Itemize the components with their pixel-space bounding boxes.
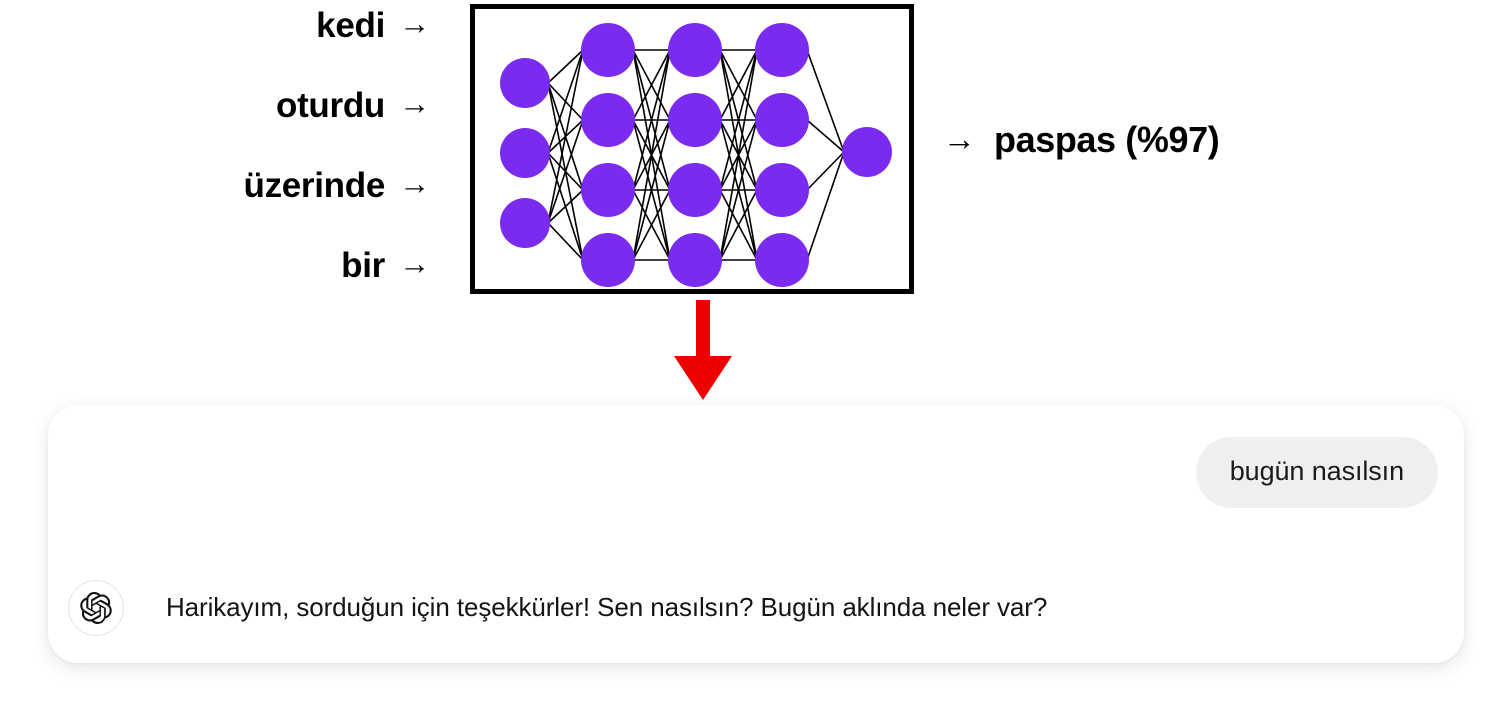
right-arrow-icon: → [399,246,430,281]
network-node [581,233,635,287]
input-label-row: üzerinde → [243,168,430,203]
network-node [668,163,722,217]
input-word-kedi: kedi [316,6,385,45]
right-arrow-icon: → [399,6,430,41]
avatar [68,580,124,636]
network-node [581,93,635,147]
network-node [755,233,809,287]
output-label: → paspas (%97) [943,119,1220,160]
user-message-row: bugün nasılsın [1195,437,1438,509]
network-node [581,163,635,217]
network-node [668,93,722,147]
assistant-message-row: Harikayım, sorduğun için teşekkürler! Se… [68,580,1047,636]
network-node [500,58,550,108]
chat-card: bugün nasılsın Harikayım, sorduğun için … [48,405,1464,663]
output-prediction-text: paspas (%97) [994,119,1220,160]
input-label-row: bir → [341,248,430,283]
assistant-message-text: Harikayım, sorduğun için teşekkürler! Se… [166,592,1048,623]
network-node [500,198,550,248]
right-arrow-icon: → [943,119,976,157]
network-node [668,233,722,287]
input-label-row: kedi → [316,8,430,43]
network-node [842,127,892,177]
network-node [755,163,809,217]
network-node [581,23,635,77]
right-arrow-icon: → [399,166,430,201]
network-node [755,93,809,147]
input-word-bir: bir [341,246,385,285]
network-graph [500,23,892,287]
input-label-row: oturdu → [276,88,430,123]
input-word-oturdu: oturdu [276,86,385,125]
input-labels-group: kedi → oturdu → üzerinde → bir → [100,0,430,296]
network-node [755,23,809,77]
red-down-arrow-icon [674,300,732,400]
neural-network-diagram: kedi → oturdu → üzerinde → bir → → paspa… [100,0,1220,400]
network-node [500,128,550,178]
network-node [668,23,722,77]
user-message-bubble: bugün nasılsın [1195,437,1438,509]
openai-logo-icon [80,592,112,624]
input-word-uzerinde: üzerinde [243,166,385,205]
network-box [470,4,914,294]
right-arrow-icon: → [399,86,430,121]
